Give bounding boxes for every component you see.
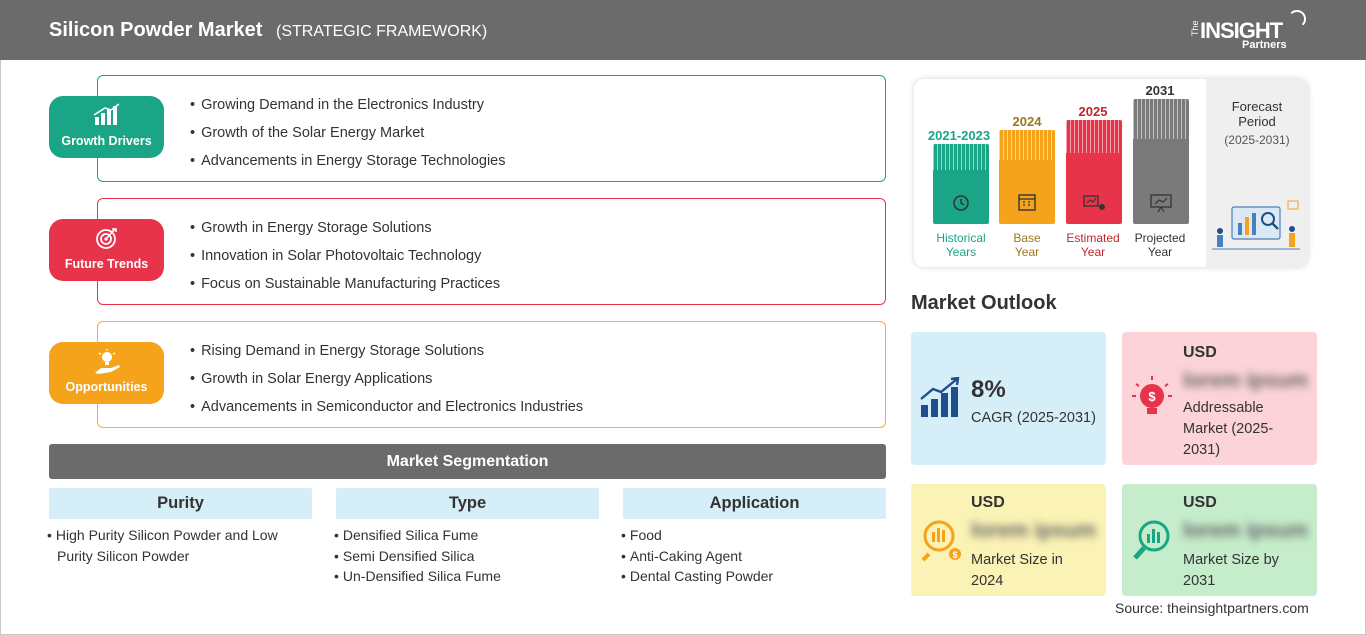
page-subtitle: (STRATEGIC FRAMEWORK) xyxy=(276,23,488,40)
list-item: Densified Silica Fume xyxy=(334,525,594,546)
timeline-year: 2021-2023 xyxy=(927,128,991,143)
cagr-card: 8% CAGR (2025-2031) xyxy=(911,332,1106,465)
market-outlook-title: Market Outlook xyxy=(911,292,1057,314)
list-item: Growth in Solar Energy Applications xyxy=(190,369,583,397)
target-icon xyxy=(96,228,117,249)
timeline-year: 2024 xyxy=(1012,114,1042,129)
svg-text:$: $ xyxy=(952,550,957,560)
currency-label: USD xyxy=(971,494,1005,511)
growth-drivers-label: Growth Drivers xyxy=(61,134,152,148)
opportunities-badge: Opportunities xyxy=(49,342,164,404)
insight-partners-logo: The INSIGHT Partners xyxy=(1190,10,1310,54)
list-item: High Purity Silicon Powder and Low Purit… xyxy=(47,525,297,566)
market-size-2024-card: USD lorem ipsum $ Market Size in 2024 xyxy=(911,484,1106,596)
list-item: Advancements in Semiconductor and Electr… xyxy=(190,397,583,425)
history-clock-icon xyxy=(953,195,969,211)
timeline-bar-estimated xyxy=(1066,120,1122,224)
list-item: Rising Demand in Energy Storage Solution… xyxy=(190,341,583,369)
calendar-icon xyxy=(1018,194,1036,211)
estimate-chart-icon xyxy=(1083,195,1105,210)
cagr-label: CAGR (2025-2031) xyxy=(971,410,1096,426)
currency-label: USD xyxy=(1183,344,1217,361)
list-item: Focus on Sustainable Manufacturing Pract… xyxy=(190,274,500,302)
future-trends-box: Growth in Energy Storage Solutions Innov… xyxy=(97,198,886,305)
addressable-market-value: lorem ipsum xyxy=(1183,369,1308,392)
market-size-2031-value: lorem ipsum xyxy=(1183,519,1308,542)
analytics-people-illustration-icon xyxy=(1212,200,1300,250)
list-item: Growing Demand in the Electronics Indust… xyxy=(190,95,506,123)
segment-list-type: Densified Silica Fume Semi Densified Sil… xyxy=(334,525,594,587)
market-segmentation-title: Market Segmentation xyxy=(49,444,886,479)
page-title: Silicon Powder Market xyxy=(49,19,263,41)
forecast-range: (2025-2031) xyxy=(1224,133,1290,147)
list-item: Food xyxy=(621,525,881,546)
future-trends-label: Future Trends xyxy=(64,257,149,271)
growth-chart-icon xyxy=(920,377,960,417)
cagr-value: 8% xyxy=(971,376,1006,403)
list-item: Innovation in Solar Photovoltaic Technol… xyxy=(190,246,500,274)
opportunities-label: Opportunities xyxy=(65,380,148,394)
list-item: Semi Densified Silica xyxy=(334,546,594,567)
market-size-2024-value: lorem ipsum xyxy=(971,519,1096,542)
list-item: Advancements in Energy Storage Technolog… xyxy=(190,151,505,179)
presentation-board-icon xyxy=(1150,194,1172,213)
future-trends-list: Growth in Energy Storage Solutions Innov… xyxy=(190,218,500,302)
currency-label: USD xyxy=(1183,494,1217,511)
segment-list-application: Food Anti-Caking Agent Dental Casting Po… xyxy=(621,525,881,587)
market-size-2031-label: Market Size by 2031 xyxy=(1183,552,1279,589)
magnifier-coins-icon: $ xyxy=(921,520,961,562)
growth-drivers-box: Growing Demand in the Electronics Indust… xyxy=(97,75,886,182)
timeline-year: 2025 xyxy=(1078,104,1108,119)
segment-list-purity: High Purity Silicon Powder and Low Purit… xyxy=(47,525,297,566)
timeline-bar-base xyxy=(999,130,1055,224)
timeline-year: 2031 xyxy=(1145,83,1175,98)
growth-drivers-badge: Growth Drivers xyxy=(49,96,164,158)
segment-header-type: Type xyxy=(336,488,599,519)
list-item: Growth of the Solar Energy Market xyxy=(190,123,506,151)
growth-drivers-list: Growing Demand in the Electronics Indust… xyxy=(190,95,506,179)
list-item: Growth in Energy Storage Solutions xyxy=(190,218,500,246)
magnifier-chart-icon xyxy=(1133,520,1170,560)
list-item: Anti-Caking Agent xyxy=(621,546,881,567)
opportunities-box: Rising Demand in Energy Storage Solution… xyxy=(97,321,886,428)
opportunities-list: Rising Demand in Energy Storage Solution… xyxy=(190,341,583,425)
lightbulb-hand-icon xyxy=(95,349,120,374)
timeline-bar-projected xyxy=(1133,99,1189,224)
segment-header-purity: Purity xyxy=(49,488,312,519)
future-trends-badge: Future Trends xyxy=(49,219,164,281)
addressable-market-card: USD lorem ipsum $ Addressable Market (20… xyxy=(1122,332,1317,465)
bar-chart-growth-icon xyxy=(93,103,120,125)
source-note: Source: theinsightpartners.com xyxy=(1115,600,1309,616)
list-item: Dental Casting Powder xyxy=(621,566,881,587)
market-size-2024-label: Market Size in 2024 xyxy=(971,552,1063,589)
svg-text:$: $ xyxy=(1148,389,1156,404)
segment-header-application: Application xyxy=(623,488,886,519)
market-size-2031-card: USD lorem ipsum Market Size by 2031 xyxy=(1122,484,1317,596)
header-bar: Silicon Powder Market (STRATEGIC FRAMEWO… xyxy=(0,0,1366,60)
list-item: Un-Densified Silica Fume xyxy=(334,566,594,587)
addressable-market-label: Addressable Market (2025-2031) xyxy=(1183,400,1274,458)
money-bulb-icon: $ xyxy=(1132,376,1172,414)
